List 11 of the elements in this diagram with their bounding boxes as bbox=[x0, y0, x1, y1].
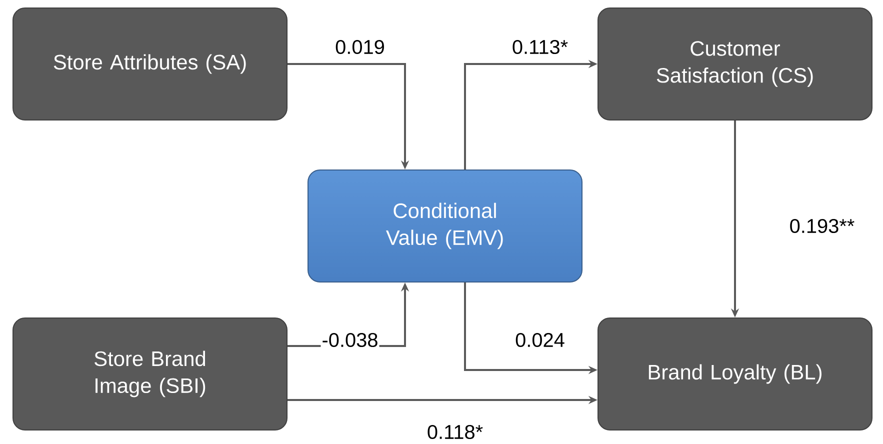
construct-box: Customer Satisfaction (CS) bbox=[598, 8, 872, 120]
edge-label: 0.193** bbox=[788, 218, 856, 234]
construct-box: Store Brand Image (SBI) bbox=[12, 318, 288, 430]
edge-label: -0.038 bbox=[320, 332, 380, 348]
construct-box: Brand Loyalty (BL) bbox=[598, 318, 872, 430]
edge-label: 0.019 bbox=[334, 38, 386, 56]
edge-label: 0.118* bbox=[426, 424, 484, 440]
construct-box: Store Attributes (SA) bbox=[12, 8, 288, 120]
value-box: Conditional Value (EMV) bbox=[308, 170, 582, 282]
edge-label: 0.113* bbox=[510, 38, 570, 56]
edge-label: 0.024 bbox=[514, 332, 566, 348]
